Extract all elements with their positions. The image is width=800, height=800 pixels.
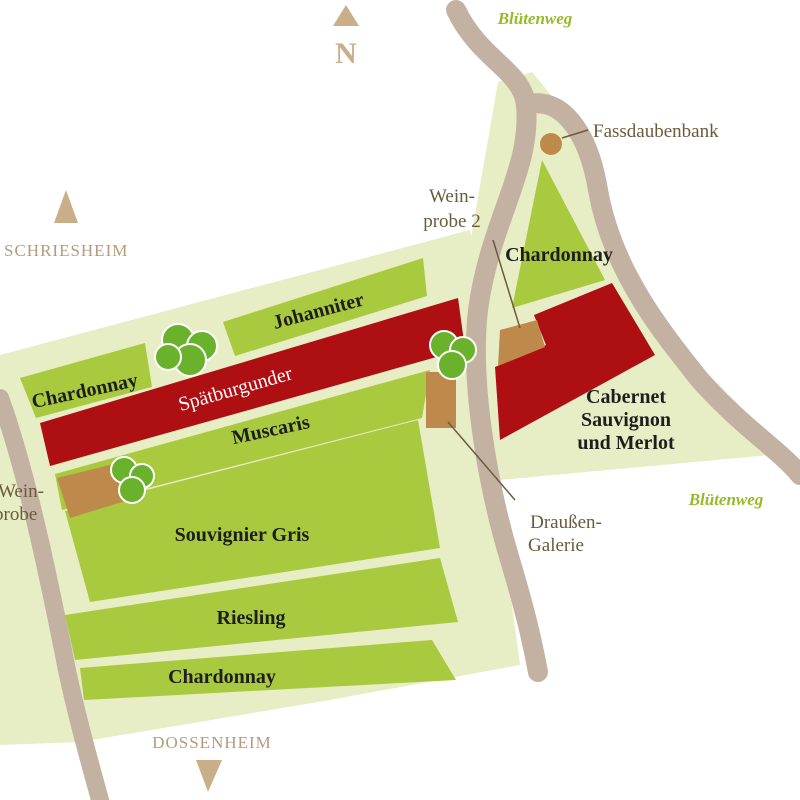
road-label-top: Blütenweg: [497, 9, 573, 28]
fassdaubenbank-icon: [540, 133, 562, 155]
leader-fassdaubenbank: [561, 129, 589, 139]
plot-chardonnay-east: [512, 160, 605, 308]
plot-johanniter: [223, 258, 427, 356]
poi-label-weinprobe-west: probe: [0, 504, 37, 525]
plot-label-cabernet: und Merlot: [577, 432, 675, 454]
plot-label-cabernet: Cabernet: [586, 386, 666, 408]
tree-icon: [110, 456, 155, 504]
road-label-right: Blütenweg: [688, 490, 764, 509]
poi-label-weinprobe-2: Wein-: [429, 186, 475, 207]
south-arrow-icon: [196, 760, 222, 792]
poi-label-fassdaubenbank: Fassdaubenbank: [593, 121, 719, 142]
plot-cabernet: [495, 283, 655, 440]
plot-label-riesling: Riesling: [217, 607, 286, 629]
plot-label-chardonnay-east: Chardonnay: [505, 244, 613, 266]
plot-spaetburgunder: [40, 298, 465, 466]
plot-riesling: [65, 558, 458, 660]
west-path: [0, 389, 109, 800]
poi-label-draussen-galerie: Draußen-: [530, 512, 602, 533]
leader-weinprobe-2: [492, 239, 521, 329]
weinprobe-2-box: [498, 320, 545, 366]
plot-chardonnay-south: [80, 640, 456, 700]
town-label-west: SCHRIESHEIM: [4, 241, 128, 260]
tree-icon: [154, 323, 218, 377]
tree-icon: [429, 330, 477, 380]
draussen-galerie-box: [426, 372, 456, 428]
plot-label-chardonnay-south: Chardonnay: [168, 666, 276, 688]
plot-souvignier-gris: [65, 420, 440, 602]
poi-label-draussen-galerie: Galerie: [528, 535, 584, 556]
blutenweg-path-east: [516, 93, 800, 485]
poi-label-weinprobe-west: Wein-: [0, 481, 44, 502]
west-arrow-icon: [54, 190, 78, 223]
plot-label-cabernet: Sauvignon: [581, 409, 671, 431]
plot-chardonnay-nw: [20, 343, 152, 418]
north-arrow-icon: [333, 5, 359, 26]
poi-label-weinprobe-2: probe 2: [423, 211, 481, 232]
town-label-south: DOSSENHEIM: [152, 733, 272, 752]
leader-draussen-galerie: [447, 421, 516, 501]
north-label: N: [335, 37, 357, 70]
blutenweg-path-west: [446, 0, 548, 682]
plot-label-souvignier-gris: Souvignier Gris: [175, 524, 310, 546]
